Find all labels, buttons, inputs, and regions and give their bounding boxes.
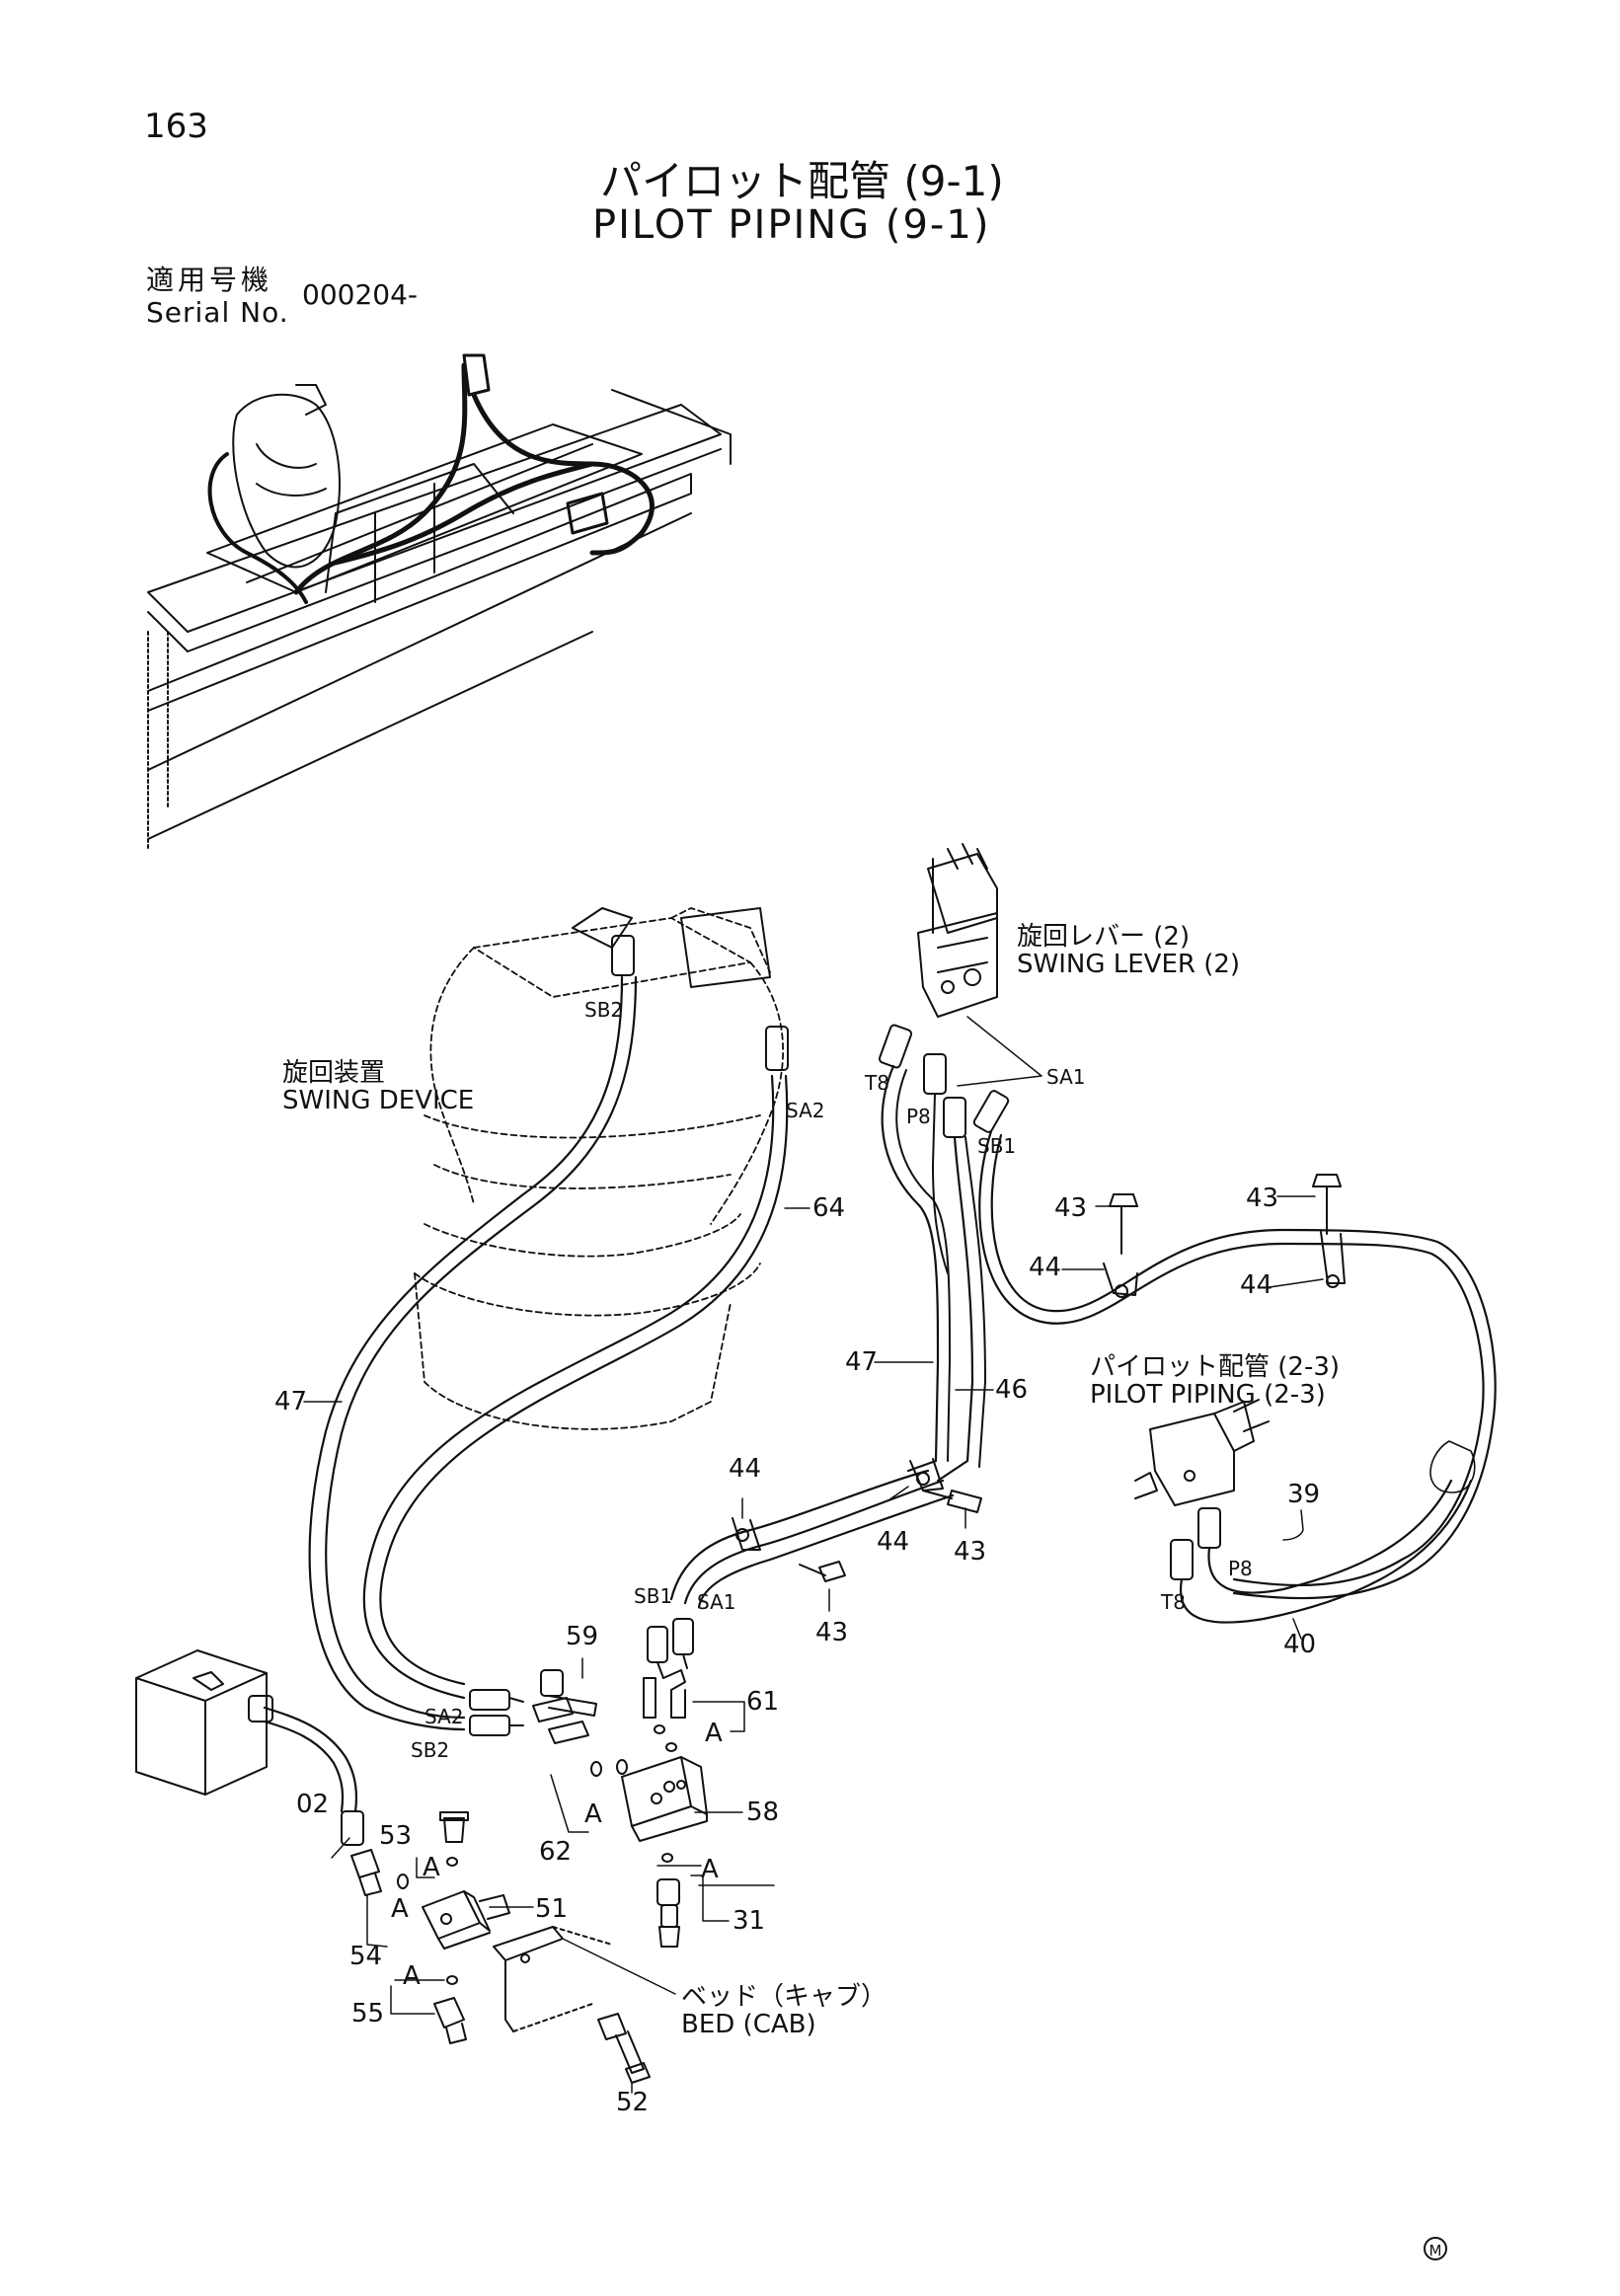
- detail-a-label-31: A: [701, 1855, 719, 1884]
- port-t8-top: T8: [864, 1071, 889, 1095]
- callout-47-left: 47: [274, 1387, 307, 1416]
- fitting-53: [439, 1811, 469, 1843]
- callout-39: 39: [1287, 1480, 1320, 1509]
- callout-64: 64: [812, 1193, 845, 1223]
- port-sa2-bottom: SA2: [424, 1705, 463, 1728]
- hose-64: [362, 1074, 789, 1700]
- callout-61: 61: [746, 1687, 779, 1717]
- fitting-54: [350, 1849, 382, 1896]
- callout-43-right-2: 43: [1246, 1184, 1278, 1213]
- port-labels: SB2 SA2 T8 P8 SA1 SB1 SB1 SA1 SA2 SB2 T8…: [391, 998, 1253, 1991]
- callout-46: 46: [995, 1375, 1028, 1405]
- callout-40: 40: [1283, 1630, 1316, 1659]
- pilot-piping-label-ja: パイロット配管 (2-3): [1090, 1352, 1341, 1382]
- fitting-55: [433, 1997, 467, 2044]
- callout-44-left: 44: [729, 1454, 761, 1484]
- callout-44-mid: 44: [877, 1527, 909, 1557]
- port-p8-right: P8: [1228, 1557, 1253, 1580]
- title-japanese: パイロット配管 (9-1): [600, 157, 1004, 205]
- block-51: [422, 1890, 510, 1950]
- detail-a-label-53: A: [423, 1853, 440, 1882]
- callout-54: 54: [349, 1942, 382, 1971]
- fittings-sb1-sa1-bottom: [647, 1618, 694, 1679]
- pilot-valve-drawing: [1134, 1399, 1270, 1506]
- callout-55: 55: [351, 1999, 384, 2028]
- hose-39-40: [1179, 1440, 1476, 1624]
- hose-47-46-lever: [881, 1064, 1497, 1600]
- port-sa2-top: SA2: [786, 1099, 824, 1122]
- serial-label-japanese: 適用号機: [146, 264, 273, 296]
- detail-a-label-55: A: [403, 1961, 421, 1991]
- bolt-43-right-1: [1109, 1193, 1138, 1255]
- bed-label-en: BED (CAB): [681, 2010, 816, 2039]
- clamp-44-right-2: [1320, 1231, 1346, 1288]
- callout-59: 59: [566, 1622, 598, 1651]
- title-english: PILOT PIPING (9-1): [592, 202, 991, 248]
- bolt-59: [540, 1669, 597, 1717]
- port-sb1-bottom: SB1: [634, 1584, 672, 1608]
- port-sa1-bottom: SA1: [697, 1590, 735, 1614]
- detail-a-label-62: A: [584, 1799, 602, 1829]
- callout-31: 31: [733, 1906, 765, 1936]
- swing-device-label-en: SWING DEVICE: [282, 1086, 475, 1115]
- callout-58: 58: [746, 1798, 779, 1827]
- detail-a-label-61: A: [705, 1719, 723, 1748]
- hose-02: [248, 1695, 364, 1846]
- callout-numbers: 64 47 47 46 43 43 43 43 44 44 44 44 39 4…: [274, 1184, 1320, 2117]
- callout-02: 02: [296, 1790, 329, 1819]
- callout-47-right: 47: [845, 1347, 878, 1377]
- port-sb1-top: SB1: [977, 1134, 1016, 1158]
- manifold-block-58: [621, 1756, 708, 1842]
- swing-lever-label-en: SWING LEVER (2): [1017, 950, 1241, 979]
- swing-lever-drawing: [917, 843, 998, 1018]
- callout-53: 53: [379, 1821, 412, 1851]
- callout-62: 62: [539, 1837, 572, 1867]
- bolt-52: [597, 2013, 651, 2084]
- bolt-43-right-2: [1312, 1174, 1342, 1235]
- bed-label-ja: ベッド（キャブ）: [681, 1982, 887, 2012]
- callout-43-low: 43: [815, 1618, 848, 1647]
- overview-frame-drawing: [147, 353, 732, 850]
- swing-device-drawing: [414, 907, 785, 1430]
- callout-44-right-2: 44: [1240, 1270, 1273, 1300]
- swing-device-ports: [572, 907, 789, 1071]
- hose-47-left: [308, 975, 638, 1731]
- serial-value: 000204-: [302, 278, 418, 311]
- bolt-43-mid-2: [799, 1561, 846, 1582]
- swing-lever-label-ja: 旋回レバー (2): [1017, 922, 1191, 952]
- reservoir-block: [135, 1649, 268, 1796]
- serial-label-english: Serial No.: [146, 296, 289, 329]
- port-sa1-top: SA1: [1046, 1065, 1085, 1089]
- detail-a-label-54: A: [391, 1894, 409, 1924]
- callout-52: 52: [616, 2088, 649, 2117]
- pilot-piping-label-en: PILOT PIPING (2-3): [1090, 1380, 1326, 1410]
- pilot-valve-fittings: [1170, 1507, 1221, 1580]
- port-t8-right: T8: [1160, 1590, 1186, 1614]
- fitting-31: [656, 1878, 680, 1948]
- port-p8-top: P8: [906, 1105, 931, 1128]
- callout-43-right-1: 43: [1054, 1193, 1087, 1223]
- o-rings: [397, 1724, 677, 1985]
- bolt-43-mid-1: [922, 1490, 982, 1513]
- bed-bracket: [493, 1926, 613, 2032]
- svg-text:M: M: [1429, 2242, 1442, 2259]
- page-number: 163: [144, 107, 208, 146]
- callout-51: 51: [535, 1894, 568, 1924]
- lower-pipe-assembly: [669, 1458, 955, 1609]
- footer-mark: M: [1424, 2237, 1447, 2260]
- callout-44-right-1: 44: [1029, 1253, 1061, 1282]
- leader-lines: [303, 1195, 1324, 2094]
- swing-device-label-ja: 旋回装置: [282, 1058, 386, 1088]
- elbow-61: [643, 1669, 686, 1719]
- clamp-44-right-1: [1103, 1263, 1138, 1298]
- swing-lever-fittings: [878, 1024, 1010, 1138]
- callout-43-mid: 43: [954, 1537, 986, 1567]
- port-sb2-top: SB2: [584, 998, 623, 1022]
- port-sb2-bottom: SB2: [411, 1738, 449, 1762]
- fittings-sa2-sb2-bottom: [469, 1689, 589, 1744]
